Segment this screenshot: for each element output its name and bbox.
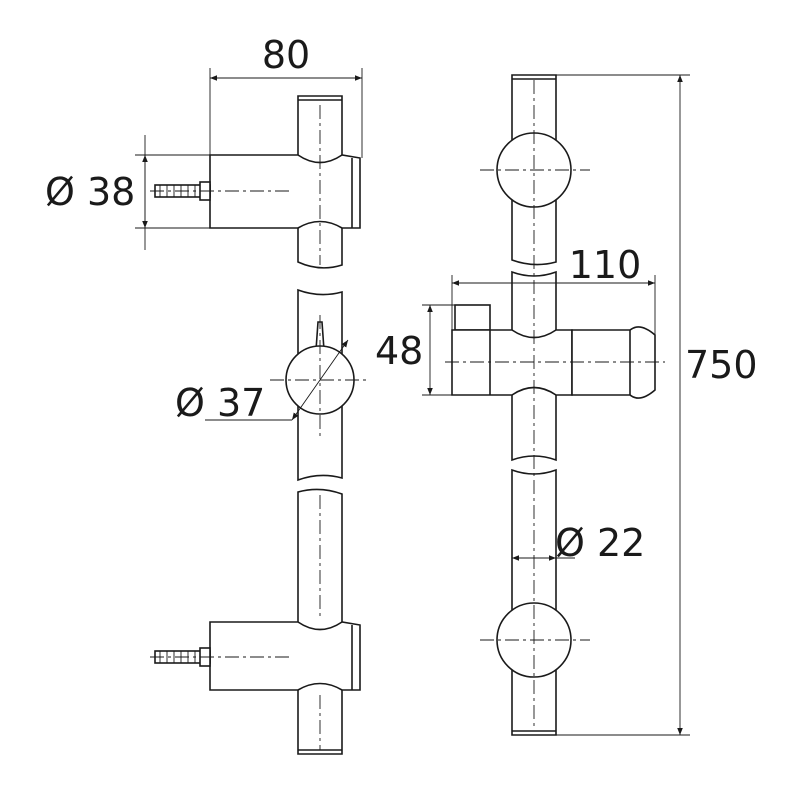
wall-bracket-bottom bbox=[209, 621, 361, 691]
front-view: 110 48 750 Ø 22 bbox=[375, 74, 758, 736]
dimension-110: 110 bbox=[569, 243, 642, 287]
dimension-80: 80 bbox=[262, 33, 310, 77]
dimension-48: 48 bbox=[375, 329, 423, 373]
slider-bracket bbox=[451, 304, 656, 399]
dimension-diameter-38: Ø 38 bbox=[45, 170, 135, 214]
dimension-diameter-22: Ø 22 bbox=[555, 521, 645, 565]
dimension-750: 750 bbox=[685, 343, 758, 387]
rail-segment-bottom bbox=[297, 488, 343, 755]
wall-bracket-top bbox=[209, 154, 361, 229]
side-view: 80 Ø 38 Ø 37 bbox=[45, 33, 370, 755]
dimension-diameter-37: Ø 37 bbox=[175, 381, 265, 425]
